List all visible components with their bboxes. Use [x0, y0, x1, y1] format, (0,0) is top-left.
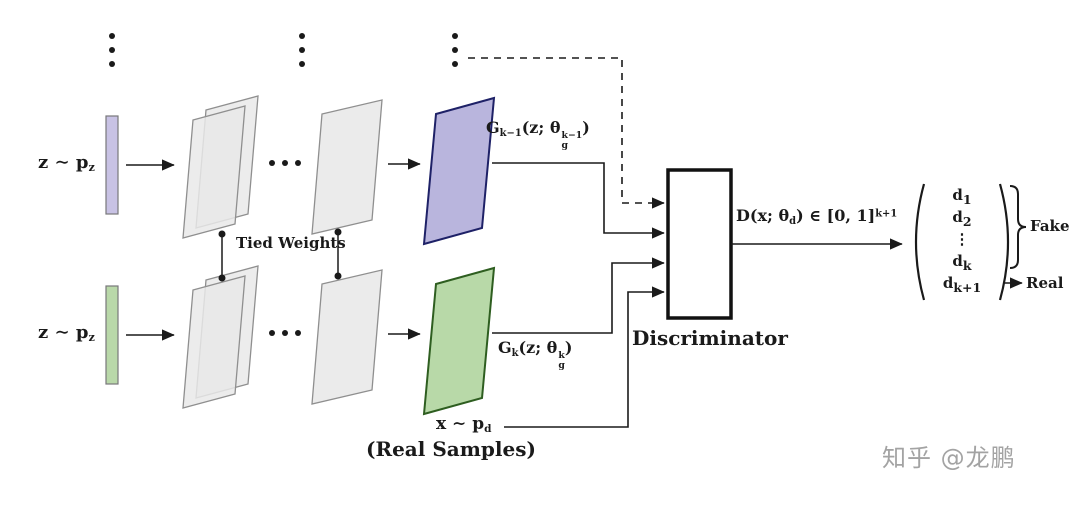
gen-top-g-sub: k−1 [499, 127, 522, 139]
disc-out-sub: d [789, 215, 797, 227]
fake-label: Fake [1030, 217, 1070, 235]
generator-top-output-plane [422, 96, 496, 246]
vector-paren-right [998, 183, 1010, 301]
gen-bottom-mid: (z; θ [518, 338, 558, 357]
ellipsis-horizontal-bottom [269, 330, 301, 336]
real-label: Real [1026, 274, 1064, 292]
vector-entry: d2 [952, 208, 972, 229]
vector-entry-ellipsis: ⋮ [954, 230, 970, 248]
noise-label-bottom-sub: z [88, 331, 95, 345]
gen-top-g: G [486, 118, 500, 137]
discriminator-label: Discriminator [632, 326, 788, 350]
route-real-samples-to-discriminator [504, 286, 665, 428]
disc-out-pre: D(x; θ [736, 206, 790, 225]
fake-brace [1009, 185, 1027, 269]
real-samples-caption: (Real Samples) [366, 437, 536, 461]
ellipsis-vertical-hidden-layers [299, 33, 305, 67]
route-generator-top-to-discriminator [492, 162, 665, 239]
noise-label-top: z ∼ pz [38, 152, 95, 175]
noise-label-bottom: z ∼ pz [38, 322, 95, 345]
real-samples-symbol: x ∼ pd [436, 414, 491, 436]
tied-weights-label: Tied Weights [236, 234, 346, 252]
noise-input-bar-bottom [105, 285, 119, 385]
noise-label-top-text: z ∼ p [38, 152, 89, 173]
watermark: 知乎 @龙鹏 [882, 444, 1016, 472]
ellipsis-vertical-outputs [452, 33, 458, 67]
noise-label-bottom-text: z ∼ p [38, 322, 89, 343]
output-vector: d1 d2 ⋮ dk dk+1 [924, 184, 1000, 295]
tied-weights-connector-left [218, 230, 226, 282]
tied-weights-connector-right [334, 228, 342, 280]
gen-top-mid: (z; θ [521, 118, 561, 137]
gen-bottom-end: ) [564, 338, 573, 357]
vector-paren-left [914, 183, 926, 301]
vector-entry: dk+1 [942, 274, 982, 295]
gen-top-theta-sup: k−1 [561, 129, 583, 141]
ellipsis-vertical-input [109, 33, 115, 67]
gen-top-theta-sub: g [561, 140, 569, 152]
discriminator-output-label: D(x; θd) ∈ [0, 1]k+1 [736, 206, 897, 228]
disc-out-sup: k+1 [875, 208, 898, 220]
vector-entry: dk [952, 252, 972, 273]
hidden-layer-plane [182, 105, 246, 239]
real-samples-symbol-text: x ∼ p [436, 414, 485, 434]
hidden-layer-plane [311, 269, 383, 405]
gen-bottom-theta-sub: g [558, 360, 565, 372]
gen-top-end: ) [582, 118, 590, 137]
route-generator-bottom-to-discriminator [492, 257, 665, 334]
gen-bottom-theta-sup: k [558, 349, 565, 361]
disc-out-mid: ) ∈ [0, 1] [796, 206, 876, 225]
gen-bottom-g: G [498, 338, 512, 357]
hidden-layer-plane [182, 275, 246, 409]
generator-bottom-output-plane [422, 266, 496, 416]
ellipsis-horizontal-top [269, 160, 301, 166]
real-samples-symbol-sub: d [484, 422, 492, 435]
vector-entry: d1 [952, 186, 972, 207]
noise-label-top-sub: z [88, 161, 95, 175]
dashed-route-other-generators [468, 57, 665, 209]
gen-bottom-g-sub: k [511, 347, 519, 359]
noise-input-bar-top [105, 115, 119, 215]
hidden-layer-plane [311, 99, 383, 235]
discriminator-box [666, 168, 733, 320]
